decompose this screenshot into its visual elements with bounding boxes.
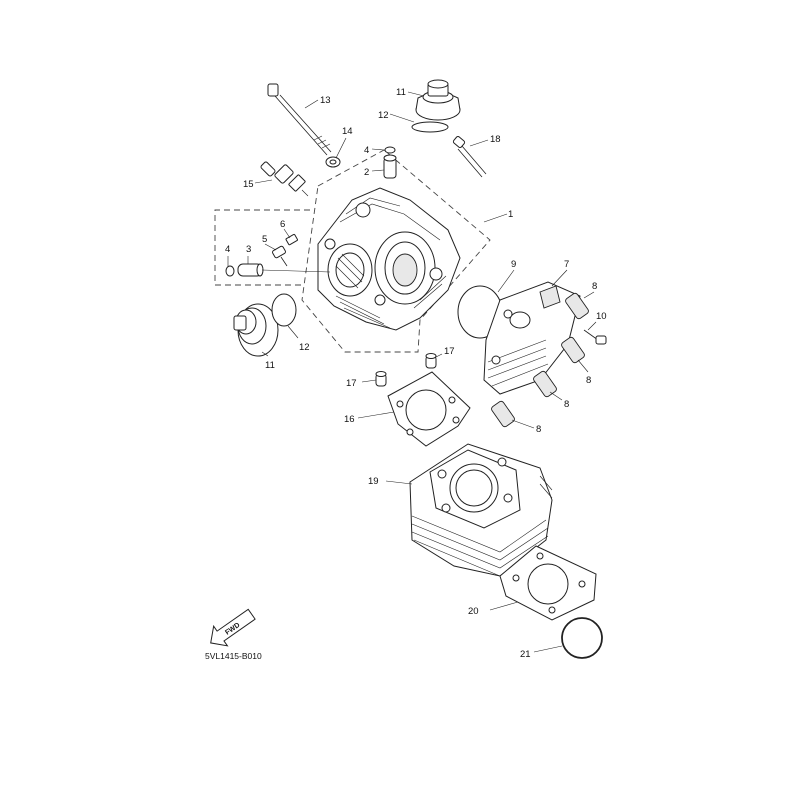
part-11-top-cap: [415, 79, 461, 121]
callout-10: 10: [596, 311, 607, 322]
part-12-top-o-ring: [411, 121, 449, 133]
callout-8-b: 8: [586, 375, 591, 386]
callout-1: 1: [508, 209, 513, 220]
callout-2: 2: [364, 167, 369, 178]
callout-21: 21: [520, 649, 531, 660]
callout-13: 13: [320, 95, 331, 106]
callout-11-top: 11: [396, 87, 406, 98]
callout-4-left: 4: [225, 244, 230, 255]
callout-9: 9: [511, 259, 516, 270]
part-14-washer: [325, 156, 341, 168]
callout-18: 18: [490, 134, 501, 145]
part-17-dowel-pin-a: [425, 353, 437, 369]
part-8-rubber-2: [561, 336, 585, 364]
part-5-screw: [272, 245, 288, 267]
leader-lines: [227, 91, 597, 653]
assembly-boundary-main: [301, 149, 491, 353]
part-8-rubber-1: [565, 292, 589, 320]
callout-15: 15: [243, 179, 254, 190]
callout-14: 14: [342, 126, 353, 137]
callout-20: 20: [468, 606, 479, 617]
part-21-o-ring: [561, 617, 603, 659]
part-10-bolt: [583, 329, 607, 345]
callout-8-c: 8: [564, 399, 569, 410]
part-1-cylinder-head: [317, 187, 461, 331]
callout-17-b: 17: [346, 378, 357, 389]
callout-12-left: 12: [299, 342, 310, 353]
callout-4-top: 4: [364, 145, 369, 156]
part-20-base-gasket: [499, 545, 597, 621]
callout-8-a: 8: [592, 281, 597, 292]
part-18-bolt: [452, 136, 487, 178]
part-4-top-clip: [384, 146, 396, 154]
callout-3: 3: [246, 244, 251, 255]
part-2-top-guide: [383, 154, 397, 179]
part-6-nut: [285, 233, 298, 246]
callout-5: 5: [262, 234, 267, 245]
part-11-left-cap: [233, 303, 279, 357]
diagram-code: 5VL1415-B010: [205, 651, 262, 661]
part-15-spark-plug: [260, 161, 309, 197]
callout-16: 16: [344, 414, 355, 425]
part-13-long-bolt: [267, 83, 332, 156]
callout-17-a: 17: [444, 346, 455, 357]
part-4-left-clip: [225, 265, 235, 277]
callout-12-top: 12: [378, 110, 389, 121]
part-16-head-gasket: [387, 371, 471, 447]
part-17-dowel-pin-b: [375, 371, 387, 387]
callout-8-d: 8: [536, 424, 541, 435]
part-19-cylinder: [409, 443, 553, 577]
callout-19: 19: [368, 476, 379, 487]
part-12-left-o-ring: [271, 293, 297, 327]
part-8-rubber-3: [533, 370, 557, 398]
callout-6: 6: [280, 219, 285, 230]
callout-7: 7: [564, 259, 569, 270]
callout-11-left: 11: [265, 360, 275, 371]
fwd-arrow-icon: FWD: [210, 608, 256, 647]
part-3-valve-guide: [237, 263, 331, 277]
assembly-boundary-left: [214, 209, 310, 286]
part-8-rubber-4: [491, 400, 515, 428]
